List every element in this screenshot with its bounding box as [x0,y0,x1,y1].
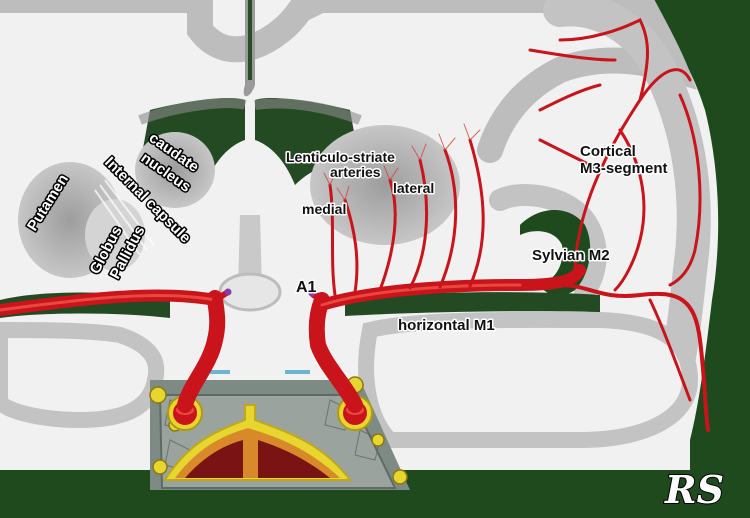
right-ica [308,292,363,413]
label-lateral: lateral [393,180,434,196]
right-cortex-gyri [543,0,711,417]
label-m3-segment: M3-segment [580,160,668,177]
sylvian-m2 [558,283,710,432]
ventricle-shadow-right [254,98,362,125]
signature-logo: RS [664,467,724,512]
internal-capsule-striations [94,179,155,256]
label-lenticulostriate: Lenticulo-striate [286,149,395,165]
label-medial: medial [302,201,346,217]
label-arteries: arteries [330,164,381,180]
label-horizontal-m1: horizontal M1 [398,317,495,334]
label-cortical: Cortical [580,143,636,160]
label-sylvian-m2: Sylvian M2 [532,247,610,264]
ventricle-shadow-left [138,98,247,125]
right-lower-cistern [345,292,600,316]
lenticulostriate-arteries [328,138,485,297]
lenticulostriate-twigs [323,123,481,201]
temporal-lobe-right [358,311,699,448]
label-a1: A1 [296,279,317,296]
caudate-region [135,132,215,208]
left-ica [177,290,226,413]
insular-gyrus [489,184,607,301]
globus-pallidus-region [85,199,145,271]
arteries [0,17,710,432]
right-striatum-region [310,125,460,245]
fissure-line [248,0,252,80]
m3-branches [528,17,702,402]
temporal-lobe-left [0,322,165,429]
